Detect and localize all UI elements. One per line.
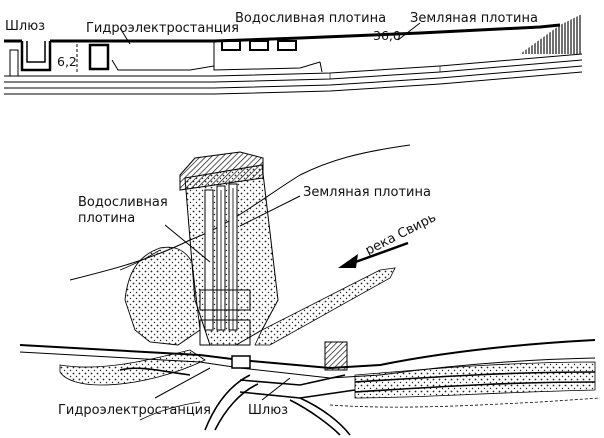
lock-structure (324, 341, 348, 371)
river-flow-arrow-icon (338, 241, 409, 268)
spillway-gate (277, 40, 297, 51)
profile-label-lock: Шлюз (5, 19, 45, 34)
profile-height-left: 6,2 (57, 54, 77, 69)
lock-chamber (20, 41, 52, 72)
profile-height-right: 36,0 (373, 28, 401, 43)
spillway-gate (221, 40, 241, 51)
plan-label-river: река Свирь (363, 210, 439, 258)
plan-label-spillway-1: Водосливная (78, 195, 168, 210)
profile-section: Шлюз Гидроэлектростанция Водосливная пло… (4, 11, 583, 95)
embankment-hatch (520, 14, 582, 54)
plan-label-hpp: Гидроэлектростанция (58, 403, 211, 418)
spillway-gate (249, 40, 269, 51)
main-channel (19, 339, 596, 370)
profile-label-spillway: Водосливная плотина (235, 11, 386, 26)
crest-line (4, 23, 561, 43)
profile-label-hpp: Гидроэлектростанция (86, 21, 239, 36)
lock-channel (239, 374, 356, 399)
jetty (254, 267, 396, 346)
profile-label-earth: Земляная плотина (410, 11, 538, 26)
hpp-unit (88, 43, 110, 71)
plan-section: Водосливная плотина Земляная плотина рек… (19, 144, 601, 436)
spillway-crest-hatch (179, 151, 264, 191)
plan-label-earth: Земляная плотина (303, 185, 431, 200)
plan-label-lock: Шлюз (248, 403, 288, 418)
plan-label-spillway-2: плотина (78, 211, 135, 226)
